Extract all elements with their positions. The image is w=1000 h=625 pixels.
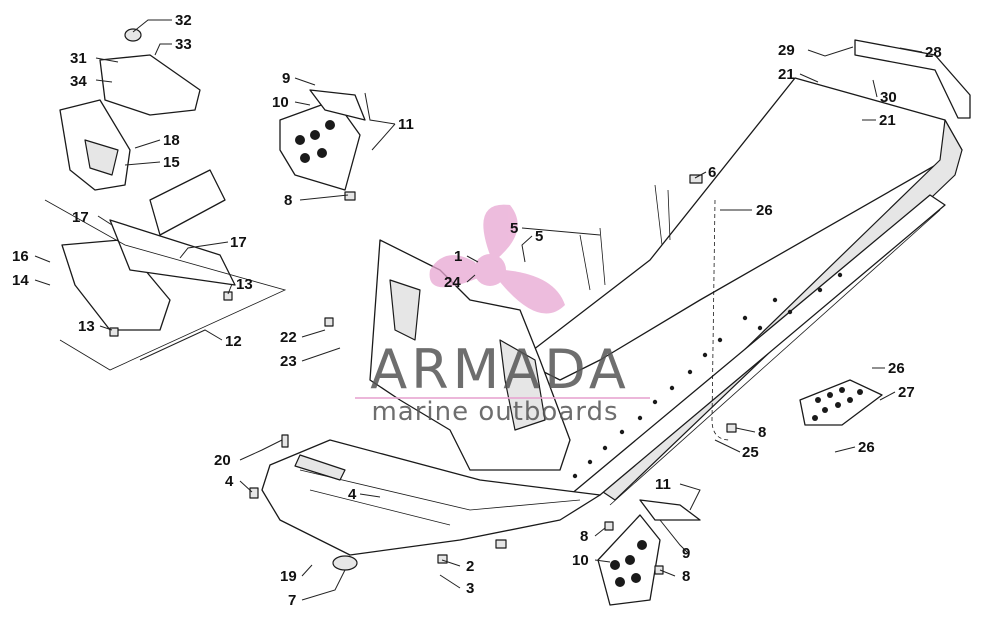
callout-11-a: 11 [398, 116, 414, 133]
callout-8-b: 8 [758, 424, 766, 441]
shock-bracket-lower [597, 499, 701, 606]
callout-18: 18 [163, 132, 180, 149]
callout-10-a: 10 [272, 94, 289, 111]
callout-30: 30 [880, 89, 897, 106]
rear-bumper [854, 39, 971, 119]
callout-23: 23 [280, 353, 297, 370]
callout-7: 7 [288, 592, 296, 609]
callout-1: 1 [454, 248, 462, 265]
hardware-small [109, 174, 737, 575]
footrest-right [799, 379, 883, 426]
callout-3: 3 [466, 580, 474, 597]
callout-29: 29 [778, 42, 795, 59]
callout-8-a: 8 [284, 192, 292, 209]
callout-31: 31 [70, 50, 87, 67]
callout-14: 14 [12, 272, 29, 289]
callout-2: 2 [466, 558, 474, 575]
callout-5-a: 5 [535, 228, 543, 245]
running-board-holes [572, 272, 843, 479]
callout-13-a: 13 [236, 276, 253, 293]
propeller-blade-icon [483, 204, 518, 258]
callout-21-a: 21 [778, 66, 795, 83]
leader-lines [34, 19, 923, 601]
callout-26-c: 26 [858, 439, 875, 456]
callout-8-c: 8 [580, 528, 588, 545]
watermark-logo [429, 204, 565, 314]
callout-32: 32 [175, 12, 192, 29]
callout-34: 34 [70, 73, 87, 90]
callout-20: 20 [214, 452, 231, 469]
watermark-tagline: marine outboards [371, 397, 618, 427]
callout-10-b: 10 [572, 552, 589, 569]
callout-26-a: 26 [756, 202, 773, 219]
callout-9-b: 9 [682, 545, 690, 562]
callout-17-a: 17 [72, 209, 89, 226]
watermark-brand: ARMADA [370, 338, 630, 401]
callout-4-a: 4 [225, 473, 234, 490]
shock-bracket-upper [279, 89, 366, 191]
callout-12: 12 [225, 333, 242, 350]
callout-13-b: 13 [78, 318, 95, 335]
callout-5-b: 5 [510, 220, 518, 237]
propeller-blade-icon [500, 270, 565, 314]
callout-6: 6 [708, 164, 716, 181]
callout-26-b: 26 [888, 360, 905, 377]
callout-27: 27 [898, 384, 915, 401]
callout-21-b: 21 [879, 112, 896, 129]
propeller-blade-icon [429, 255, 478, 288]
propeller-hub-icon [474, 254, 506, 286]
console-cover [99, 28, 201, 116]
callout-33: 33 [175, 36, 192, 53]
callout-11-b: 11 [655, 476, 671, 493]
callout-16: 16 [12, 248, 29, 265]
callout-22: 22 [280, 329, 297, 346]
callout-4-b: 4 [348, 486, 357, 503]
callout-8-d: 8 [682, 568, 690, 585]
callout-15: 15 [163, 154, 180, 171]
callout-25: 25 [742, 444, 759, 461]
callout-19: 19 [280, 568, 297, 585]
callout-28: 28 [925, 44, 942, 61]
bracket-plate-left [44, 199, 287, 371]
steering-support-left [59, 99, 226, 236]
callout-24: 24 [444, 274, 461, 291]
callout-labels: 32 33 31 34 18 15 17 17 16 14 13 13 12 9… [12, 12, 942, 609]
callout-9-a: 9 [282, 70, 290, 87]
chassis-tunnel [261, 77, 963, 556]
callout-17-b: 17 [230, 234, 247, 251]
